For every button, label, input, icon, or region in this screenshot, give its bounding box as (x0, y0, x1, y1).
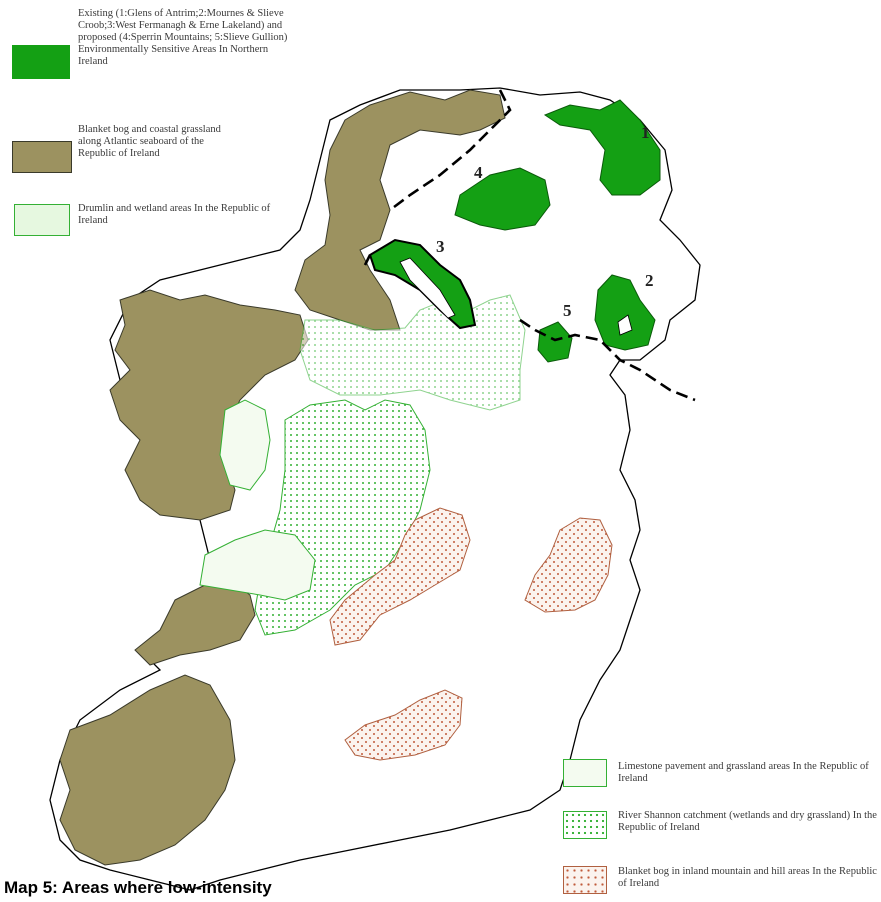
legend-text-blanket-coastal: Blanket bog and coastal grassland along … (78, 124, 221, 159)
legend-swatch-esa (12, 45, 70, 79)
region-label-4: 4 (474, 163, 483, 182)
esa-2-mournes (594, 274, 656, 351)
region-label-3: 3 (436, 237, 445, 256)
esa-2-inner-lake (617, 314, 633, 336)
legend-text-limestone: Limestone pavement and grassland areas I… (618, 761, 869, 784)
legend-text-shannon: River Shannon catchment (wetlands and dr… (618, 810, 877, 833)
legend-swatch-limestone (563, 759, 607, 787)
blanket-bog-inland-slieve-bloom (329, 507, 471, 646)
lough-erne (399, 257, 456, 319)
legend-text-blanket-inland: Blanket bog in inland mountain and hill … (618, 866, 877, 889)
region-label-1: 1 (641, 123, 650, 142)
legend-swatch-blanket-coastal (12, 141, 72, 173)
blanket-bog-donegal (294, 89, 506, 331)
map-caption: Map 5: Areas where low-intensity (4, 878, 272, 897)
legend-swatch-drumlin (14, 204, 70, 236)
legend-text-esa: Existing (1:Glens of Antrim;2:Mournes & … (78, 8, 288, 67)
blanket-bog-inland-wicklow (524, 517, 613, 613)
legend-swatch-shannon (563, 811, 607, 839)
region-label-5: 5 (563, 301, 572, 320)
border-line (363, 89, 696, 402)
esa-5-slieve-gullion (537, 321, 573, 363)
limestone-pavement-north (219, 399, 271, 491)
region-label-2: 2 (645, 271, 654, 290)
limestone-pavement-burren (199, 529, 316, 601)
esa-1-glens-of-antrim (543, 99, 661, 196)
legend-swatch-blanket-inland (563, 866, 607, 894)
blanket-bog-kerry (59, 674, 236, 866)
blanket-bog-inland-galtees (344, 689, 463, 761)
legend-text-drumlin: Drumlin and wetland areas In the Republi… (78, 203, 271, 226)
esa-4-sperrin-mountains (454, 167, 551, 231)
